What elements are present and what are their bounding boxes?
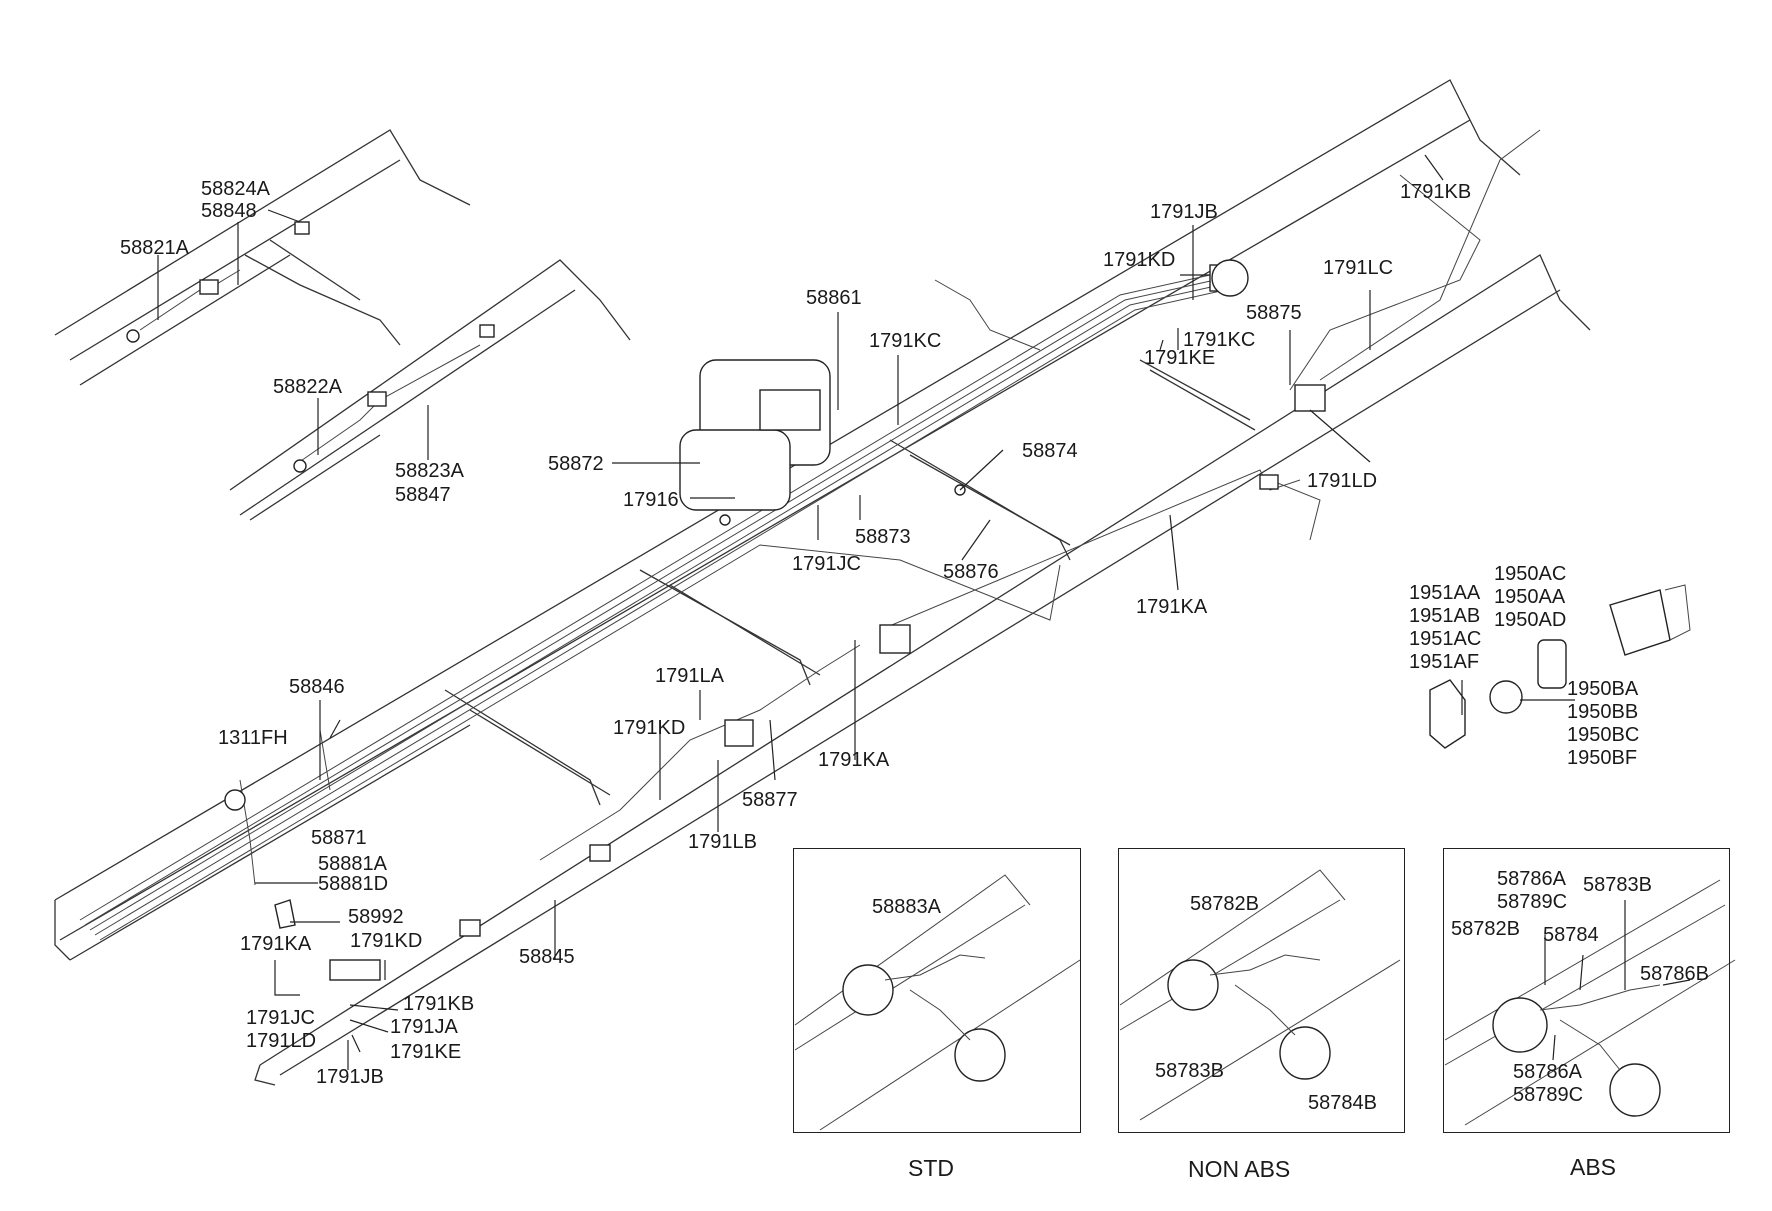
part-label: 1950BF — [1567, 747, 1638, 769]
part-label: 1950BB — [1567, 701, 1639, 723]
part-label: 58784B — [1308, 1092, 1377, 1114]
part-label: 1791KD — [350, 930, 423, 952]
part-label: 1791KB — [403, 993, 475, 1015]
part-label: 17916 — [623, 489, 679, 511]
part-label: 58822A — [273, 376, 342, 398]
part-label: 58783B — [1155, 1060, 1224, 1082]
inset-frame-drawing — [54, 129, 631, 521]
part-label: 58881D — [318, 873, 389, 895]
part-label: 58783B — [1583, 874, 1652, 896]
leader-lines — [157, 154, 1575, 1070]
std-panel — [793, 848, 1081, 1133]
part-label: 1791JB — [316, 1066, 384, 1088]
part-label: 58846 — [289, 676, 345, 698]
part-label: 1951AA — [1409, 582, 1481, 604]
part-label: 58786A — [1513, 1061, 1582, 1083]
part-label: 58782B — [1190, 893, 1259, 915]
part-label: 1791KD — [613, 717, 686, 739]
part-label: 1791LD — [246, 1030, 317, 1052]
part-label: 58786B — [1640, 963, 1709, 985]
part-label: 1791KD — [1103, 249, 1176, 271]
part-label: 1951AB — [1409, 605, 1481, 627]
part-label: 58824A — [201, 178, 270, 200]
part-label: 1791JC — [246, 1007, 315, 1029]
abs-caption: ABS — [1570, 1154, 1617, 1180]
std-caption: STD — [908, 1155, 954, 1181]
part-label: 58782B — [1451, 918, 1520, 940]
part-label: 1950AD — [1494, 609, 1567, 631]
part-label: 58821A — [120, 237, 189, 259]
part-label: 1950AA — [1494, 586, 1566, 608]
part-label: 58789C — [1497, 891, 1568, 913]
part-label: 1791KA — [1136, 596, 1208, 618]
part-label: 58881A — [318, 853, 387, 875]
part-label: 1791JB — [1150, 201, 1218, 223]
part-label: 1791KB — [1400, 181, 1472, 203]
part-label: 58823A — [395, 460, 464, 482]
part-label: 1791KE — [390, 1041, 462, 1063]
part-label: 58872 — [548, 453, 604, 475]
part-label: 58875 — [1246, 302, 1302, 324]
part-label: 58992 — [348, 906, 404, 928]
part-label: 1311FH — [218, 727, 288, 749]
main-frame-drawing — [54, 79, 1591, 1086]
part-label: 58786A — [1497, 868, 1566, 890]
part-label: 58876 — [943, 561, 999, 583]
non-abs-panel-drawing — [1119, 869, 1401, 1121]
part-label: 1791LB — [688, 831, 757, 853]
part-label: 1791LD — [1307, 470, 1378, 492]
non-abs-panel — [1118, 848, 1405, 1133]
part-label: 1791JC — [792, 553, 861, 575]
part-label: 1950BC — [1567, 724, 1640, 746]
part-label: 1791KA — [240, 933, 312, 955]
fittings-drawing — [1429, 584, 1691, 749]
non-abs-caption: NON ABS — [1188, 1156, 1291, 1182]
part-label: 1791KE — [1144, 347, 1216, 369]
part-label: 58848 — [201, 200, 257, 222]
part-label: 1951AC — [1409, 628, 1482, 650]
part-label: 58871 — [311, 827, 367, 849]
part-label: 58861 — [806, 287, 862, 309]
part-label: 1791KC — [869, 330, 942, 352]
part-label: 58883A — [872, 896, 941, 918]
part-label: 1950AC — [1494, 563, 1567, 585]
part-label: 58784 — [1543, 924, 1599, 946]
part-label: 1791JA — [390, 1016, 458, 1038]
part-label: 58874 — [1022, 440, 1078, 462]
abs-panel — [1443, 848, 1730, 1133]
part-label: 1951AF — [1409, 651, 1480, 673]
part-label: 58877 — [742, 789, 798, 811]
part-label: 1791KC — [1183, 329, 1256, 351]
part-label: 1791KA — [818, 749, 890, 771]
part-label: 58789C — [1513, 1084, 1584, 1106]
part-label: 1791LA — [655, 665, 724, 687]
std-panel-drawing — [794, 874, 1081, 1131]
part-label: 58847 — [395, 484, 451, 506]
part-label: 1950BA — [1567, 678, 1639, 700]
part-label: 58845 — [519, 946, 575, 968]
part-label: 1791LC — [1323, 257, 1394, 279]
part-label: 58873 — [855, 526, 911, 548]
abs-panel-drawing — [1444, 879, 1736, 1126]
